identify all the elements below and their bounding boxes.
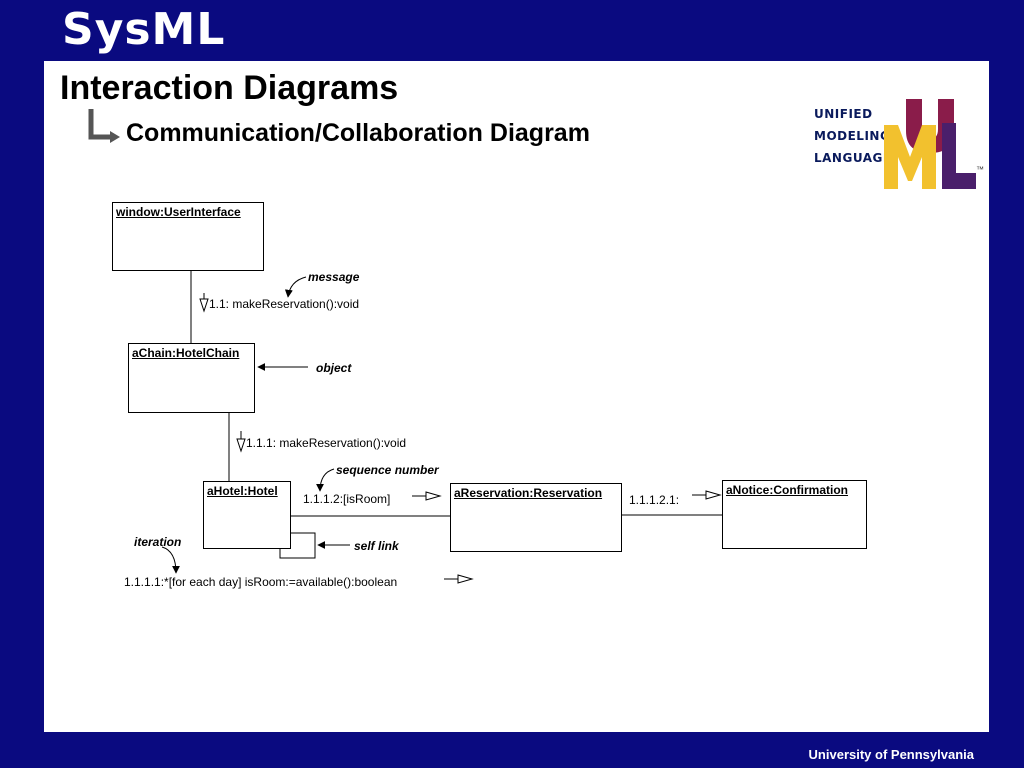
uml-logo: UNIFIED MODELING LANGUAGE ™ (814, 73, 984, 193)
object-label: aChain:HotelChain (132, 346, 240, 360)
note-iteration: iteration (134, 535, 182, 549)
logo-line-3: LANGUAGE (814, 151, 892, 165)
pointer-iteration (161, 546, 180, 574)
note-sequence-number: sequence number (336, 463, 439, 477)
object-hotel: aHotel:Hotel (203, 481, 291, 549)
message-3: 1.1.1.2:[isRoom] (303, 492, 391, 506)
banner-title: SysML (62, 4, 226, 55)
message-1: 1.1: makeReservation():void (209, 297, 360, 311)
logo-line-1: UNIFIED (814, 107, 873, 121)
msg-arrow-5 (444, 574, 474, 584)
object-reservation: aReservation:Reservation (450, 483, 622, 552)
msg-arrow-4 (692, 490, 722, 500)
slide-subtitle: Communication/Collaboration Diagram (126, 119, 590, 147)
slide-title: Interaction Diagrams (60, 69, 399, 107)
note-object: object (316, 361, 352, 375)
msg-arrow-1 (199, 293, 209, 313)
pointer-message (284, 276, 307, 298)
message-2: 1.1.1: makeReservation():void (246, 436, 407, 450)
pointer-sequence (316, 468, 335, 492)
note-self-link: self link (354, 539, 399, 553)
object-confirmation: aNotice:Confirmation (722, 480, 867, 549)
logo-line-2: MODELING (814, 129, 891, 143)
uml-logo-mark (884, 99, 976, 189)
uml-logo-text: UNIFIED MODELING LANGUAGE (814, 103, 892, 169)
msg-arrow-3 (412, 491, 442, 501)
logo-tm: ™ (976, 165, 984, 174)
msg-arrow-2 (236, 431, 246, 453)
message-4: 1.1.1.2.1: (629, 493, 680, 507)
diagram-connectors (161, 270, 722, 584)
slide-content: Interaction Diagrams Communication/Colla… (44, 61, 989, 732)
message-5: 1.1.1.1:*[for each day] isRoom:=availabl… (124, 575, 398, 589)
object-user-interface: window:UserInterface (112, 202, 264, 271)
object-label: window:UserInterface (116, 205, 241, 219)
footer-affiliation: University of Pennsylvania (808, 747, 974, 762)
object-label: aReservation:Reservation (454, 486, 603, 500)
object-label: aHotel:Hotel (207, 484, 278, 498)
note-message: message (308, 270, 360, 284)
object-hotel-chain: aChain:HotelChain (128, 343, 255, 413)
self-link-loop (279, 532, 316, 559)
object-label: aNotice:Confirmation (726, 483, 849, 497)
subtitle-bullet-icon (88, 109, 120, 143)
